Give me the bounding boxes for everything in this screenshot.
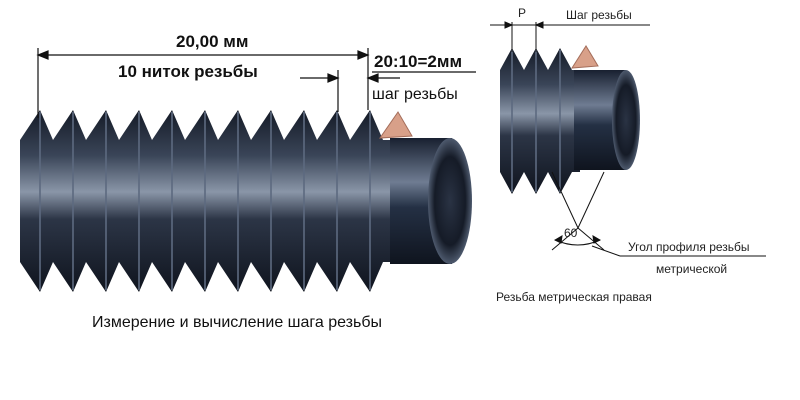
left-cutter-tip xyxy=(379,111,413,139)
right-cutter-tip xyxy=(571,45,599,69)
thread-count-label: 10 ниток резьбы xyxy=(118,62,258,81)
right-dimension-lines xyxy=(490,21,766,257)
right-bolt-end-face xyxy=(612,70,640,170)
angle-label-line1: Угол профиля резьбы xyxy=(628,240,750,254)
right-caption: Резьба метрическая правая xyxy=(496,290,652,304)
left-thread-crests xyxy=(39,112,371,290)
left-bolt-end-face xyxy=(428,138,472,264)
right-pitch-label: Шаг резьбы xyxy=(566,8,632,22)
left-threaded-bolt xyxy=(20,110,472,292)
left-caption: Измерение и вычисление шага резьбы xyxy=(92,314,382,331)
left-thread-body xyxy=(20,110,400,292)
pitch-symbol-label: P xyxy=(518,6,527,20)
angle-value-label: 60 xyxy=(564,226,578,240)
angle-label-line2: метрической xyxy=(656,262,728,276)
right-threaded-bolt xyxy=(500,45,640,194)
pitch-calculation-label: 20:10=2мм xyxy=(374,52,463,71)
right-thread-crests xyxy=(511,50,561,192)
left-pitch-label: шаг резьбы xyxy=(372,86,458,103)
left-dimension-lines xyxy=(36,48,476,118)
overall-length-label: 20,00 мм xyxy=(176,32,249,51)
